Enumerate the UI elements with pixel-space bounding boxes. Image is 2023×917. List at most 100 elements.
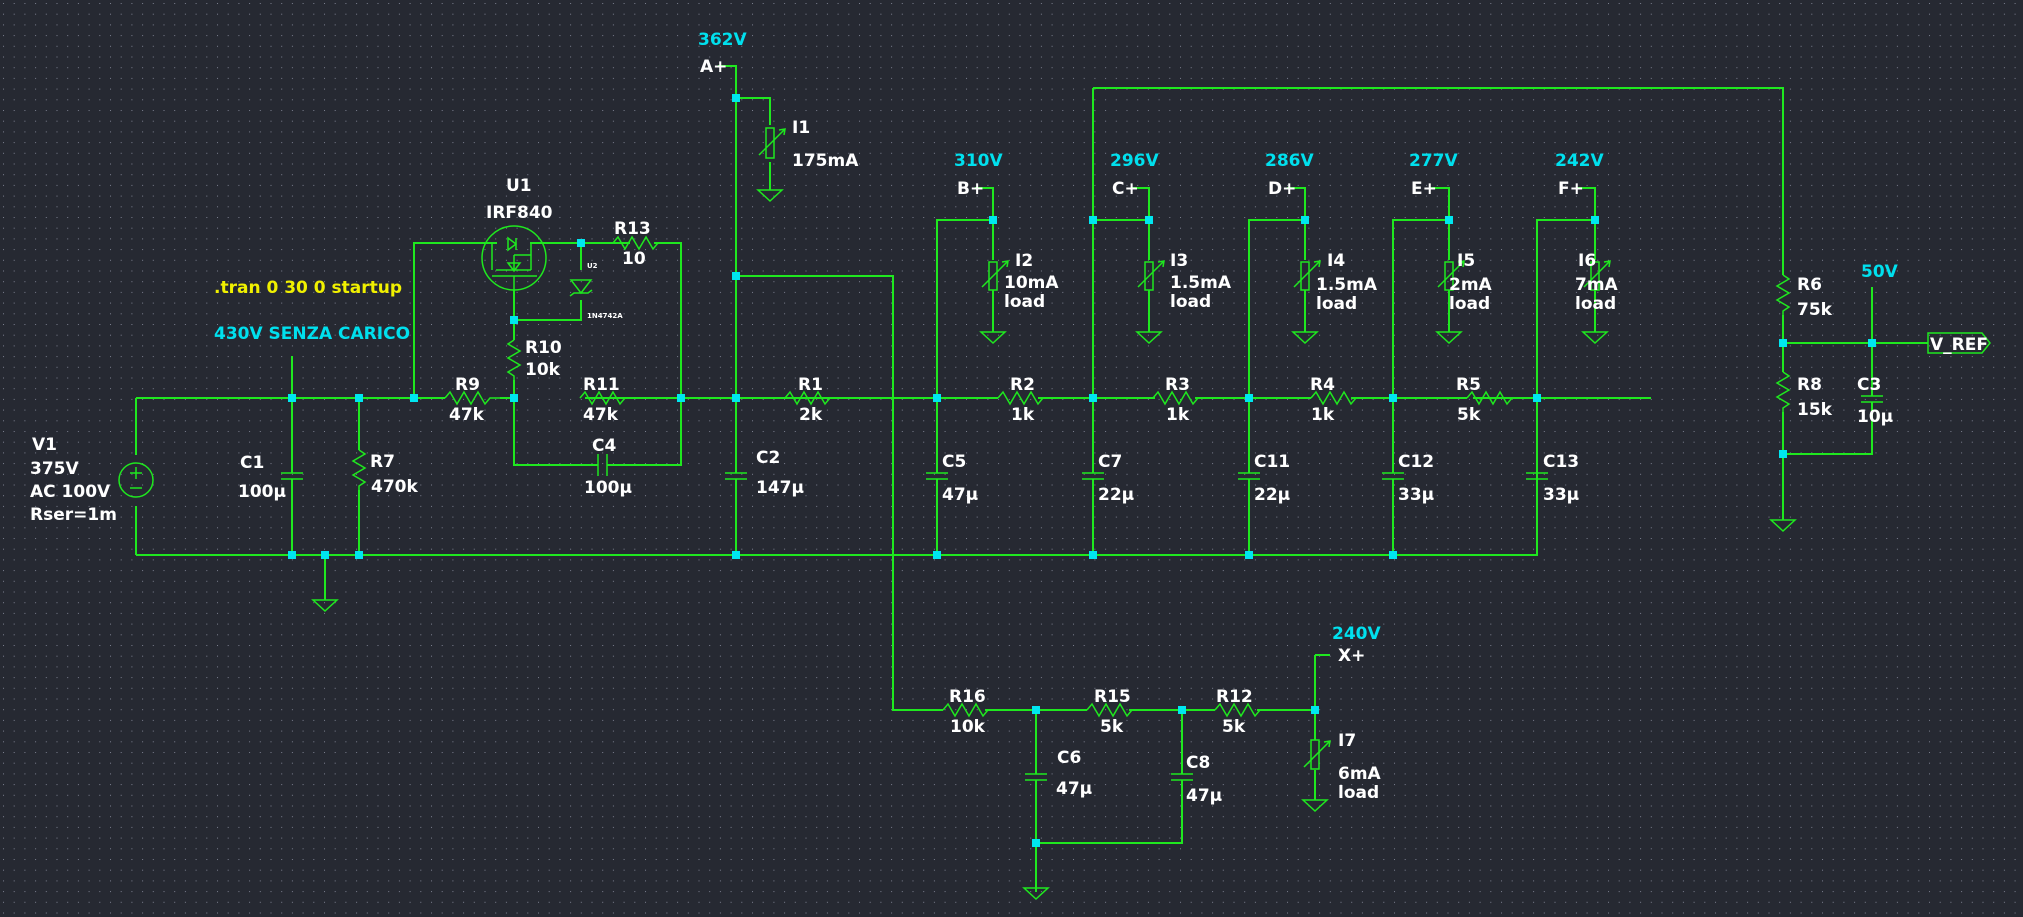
r6-value: 75k (1797, 300, 1833, 320)
net-e-label[interactable]: E+ (1411, 179, 1437, 199)
v1-name: V1 (32, 435, 57, 455)
r8-value: 15k (1797, 400, 1833, 420)
r10-value: 10k (525, 360, 561, 380)
junction-dot (732, 551, 740, 559)
junction-dot (288, 394, 296, 402)
vref-label[interactable]: V_REF (1930, 335, 1988, 355)
net-d-label[interactable]: D+ (1268, 179, 1296, 199)
junction-dot (1445, 216, 1453, 224)
junction-dot (1089, 394, 1097, 402)
c5-name: C5 (942, 452, 966, 472)
net-a-label[interactable]: A+ (700, 57, 727, 77)
ground-symbols (311, 189, 1797, 901)
r4-name: R4 (1310, 375, 1335, 395)
i5-note: load (1449, 294, 1490, 314)
c1-value: 100µ (238, 482, 286, 502)
junction-dot (1389, 394, 1397, 402)
c8-name: C8 (1186, 753, 1210, 773)
r9-value: 47k (449, 405, 485, 425)
junction-dot (288, 551, 296, 559)
r5-name: R5 (1456, 375, 1481, 395)
r3-value: 1k (1166, 405, 1190, 425)
junction-dot (355, 551, 363, 559)
c11-name: C11 (1254, 452, 1290, 472)
i6-value: 7mA (1575, 275, 1619, 295)
net-b-label[interactable]: B+ (957, 179, 984, 199)
net-f-voltage: 242V (1555, 151, 1604, 171)
junction-dot (577, 239, 585, 247)
c13-name: C13 (1543, 452, 1579, 472)
junctions (288, 94, 1876, 847)
i3-value: 1.5mA (1170, 273, 1232, 293)
net-c-voltage: 296V (1110, 151, 1159, 171)
i7-value: 6mA (1338, 764, 1382, 784)
u2-name: U2 (587, 262, 598, 270)
r12-value: 5k (1222, 717, 1246, 737)
i5-value: 2mA (1449, 275, 1493, 295)
c7-name: C7 (1098, 452, 1122, 472)
net-x-label[interactable]: X+ (1338, 646, 1365, 666)
junction-dot (1245, 551, 1253, 559)
comment-text[interactable]: 430V SENZA CARICO (214, 324, 410, 344)
r16-value: 10k (950, 717, 986, 737)
current-load-symbols (758, 127, 1611, 770)
u2-part: 1N4742A (587, 312, 623, 320)
tran-directive[interactable]: .tran 0 30 0 startup (214, 278, 402, 298)
junction-dot (989, 216, 997, 224)
net-a-voltage: 362V (698, 30, 747, 50)
i4-note: load (1316, 294, 1357, 314)
junction-dot (732, 394, 740, 402)
v1-value: 375V (30, 459, 79, 479)
r15-value: 5k (1100, 717, 1124, 737)
r6-name: R6 (1797, 275, 1822, 295)
net-b-voltage: 310V (954, 151, 1003, 171)
vref-voltage: 50V (1861, 262, 1899, 282)
net-d-voltage: 286V (1265, 151, 1314, 171)
c11-value: 22µ (1254, 485, 1290, 505)
r1-name: R1 (798, 375, 823, 395)
c2-value: 147µ (756, 478, 804, 498)
junction-dot (933, 394, 941, 402)
i3-note: load (1170, 292, 1211, 312)
c5-value: 47µ (942, 485, 978, 505)
mosfet-u1[interactable] (481, 225, 547, 291)
net-x-voltage: 240V (1332, 624, 1381, 644)
junction-dot (1779, 339, 1787, 347)
junction-dot (1245, 394, 1253, 402)
r15-name: R15 (1094, 687, 1131, 707)
junction-dot (1032, 839, 1040, 847)
i4-name: I4 (1327, 251, 1345, 271)
junction-dot (1779, 450, 1787, 458)
r7-value: 470k (371, 477, 418, 497)
r5-value: 5k (1457, 405, 1481, 425)
i2-name: I2 (1015, 251, 1033, 271)
c2-name: C2 (756, 448, 780, 468)
i1-name: I1 (792, 118, 810, 138)
junction-dot (1591, 216, 1599, 224)
r3-name: R3 (1165, 375, 1190, 395)
i7-note: load (1338, 783, 1379, 803)
i4-value: 1.5mA (1316, 275, 1378, 295)
c8-value: 47µ (1186, 786, 1222, 806)
net-c-label[interactable]: C+ (1112, 179, 1139, 199)
c4-value: 100µ (584, 478, 632, 498)
i5-name: I5 (1457, 251, 1475, 271)
c1-name: C1 (240, 453, 264, 473)
zener-u2[interactable] (569, 279, 593, 297)
voltage-source-v1[interactable] (118, 462, 154, 498)
i2-value: 10mA (1004, 273, 1059, 293)
net-f-label[interactable]: F+ (1558, 179, 1584, 199)
junction-dot (321, 551, 329, 559)
r13-value: 10 (622, 249, 646, 269)
c6-name: C6 (1057, 748, 1081, 768)
junction-dot (1089, 216, 1097, 224)
i7-name: I7 (1338, 731, 1356, 751)
vref-port[interactable] (1927, 332, 1991, 354)
c12-name: C12 (1398, 452, 1434, 472)
junction-dot (677, 394, 685, 402)
r7-name: R7 (370, 452, 395, 472)
c3-name: C3 (1857, 375, 1881, 395)
r13-name: R13 (614, 219, 651, 239)
